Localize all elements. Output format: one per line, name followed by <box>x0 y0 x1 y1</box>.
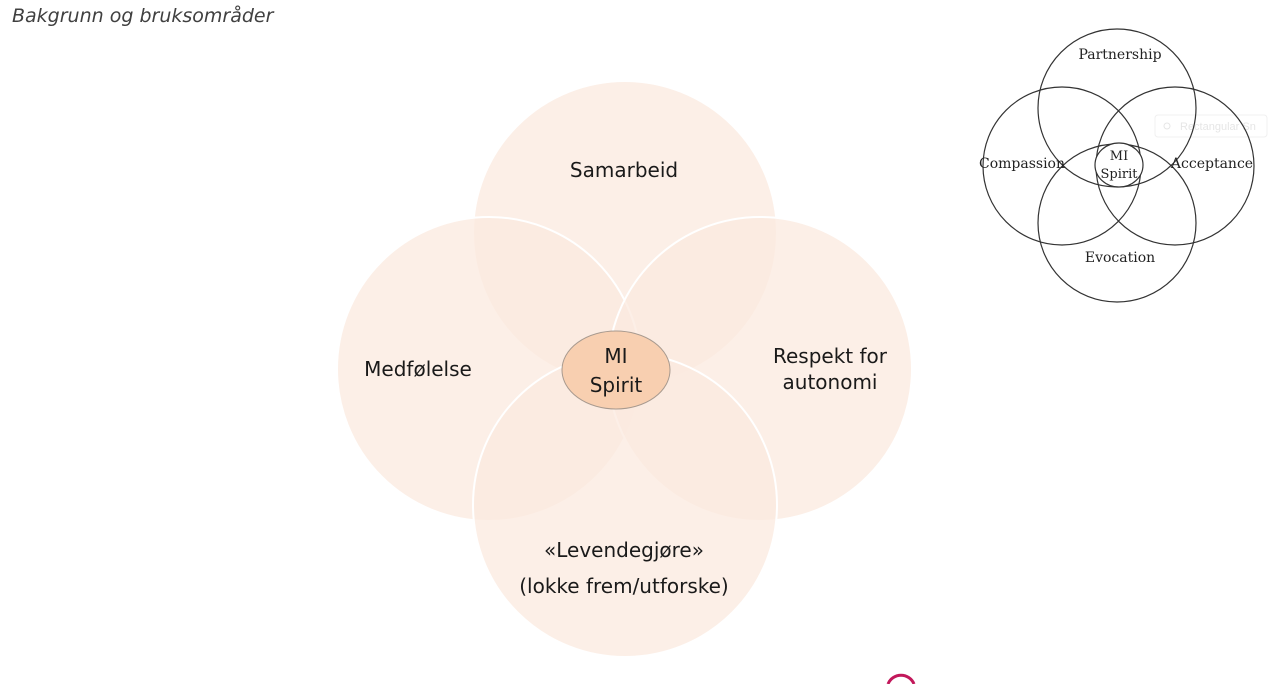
ref-center-line1: MI <box>1110 149 1128 164</box>
label-samarbeid: Samarbeid <box>570 158 678 182</box>
label-respekt-line2: autonomi <box>783 370 878 394</box>
center-label-line2: Spirit <box>590 373 643 397</box>
slide-title: Bakgrunn og bruksområder <box>12 5 274 27</box>
logo-arc-icon <box>886 673 916 684</box>
center-mi-spirit <box>561 330 671 410</box>
ref-center-mi-spirit <box>1094 142 1144 188</box>
label-medfolelse: Medfølelse <box>364 357 472 381</box>
ref-label-partnership: Partnership <box>1078 47 1161 63</box>
ref-label-acceptance: Acceptance <box>1170 156 1253 172</box>
ref-label-evocation: Evocation <box>1085 250 1155 266</box>
center-label-line1: MI <box>604 344 627 368</box>
ghost-shape-text: Rectangular Sn <box>1180 121 1256 133</box>
ghost-shape-placeholder <box>1154 114 1268 138</box>
label-respekt-line1: Respekt for <box>773 344 888 368</box>
label-levendegjore-line1: «Levendegjøre» <box>544 538 704 562</box>
label-levendegjore-line2: (lokke frem/utforske) <box>519 574 728 598</box>
ref-center-line2: Spirit <box>1101 167 1139 182</box>
ghost-dot-icon <box>1163 122 1171 130</box>
reference-venn-diagram: Rectangular Sn Partnership Compassion Ac… <box>979 28 1268 303</box>
ref-label-compassion: Compassion <box>979 156 1065 172</box>
main-venn-diagram: Samarbeid Medfølelse Respekt for autonom… <box>336 80 913 658</box>
